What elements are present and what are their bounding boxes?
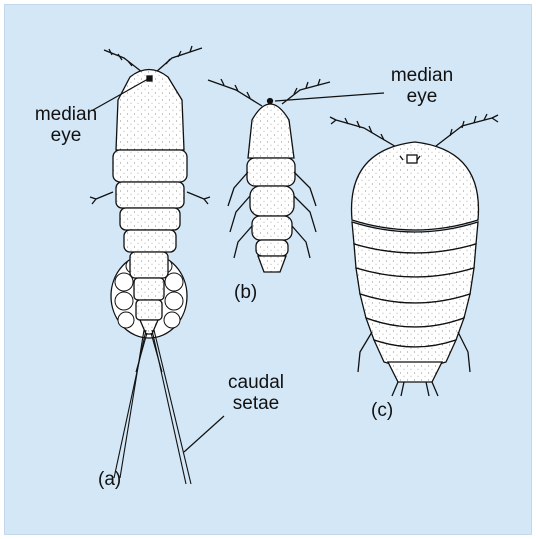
label-caudal-setae: caudal setae (224, 372, 288, 414)
label-b: (b) (234, 282, 257, 303)
specimen-a-segment-3 (120, 208, 180, 230)
specimen-a-abdomen-3 (136, 300, 162, 320)
specimen-a-abdomen-1 (130, 252, 168, 278)
specimen-a-segment-1 (113, 150, 187, 182)
specimen-b (208, 79, 330, 272)
median-eye-b (268, 99, 273, 104)
specimen-c-telson (388, 362, 442, 382)
label-median-eye-a-line2: eye (30, 125, 102, 146)
label-caudal-setae-line2: setae (224, 393, 288, 414)
specimen-b-segment-3 (252, 216, 292, 240)
specimen-b-tail (258, 256, 286, 272)
specimen-a (90, 46, 210, 484)
label-median-eye-b-line2: eye (386, 86, 458, 107)
caudal-setae-a (114, 330, 191, 484)
label-c: (c) (371, 400, 393, 421)
specimen-c (330, 114, 498, 396)
specimen-b-segment-4 (256, 240, 288, 256)
median-eye-c (407, 155, 417, 163)
specimen-b-segment-2 (250, 186, 294, 216)
label-a: (a) (98, 469, 121, 490)
specimen-a-abdomen-2 (134, 278, 164, 300)
label-median-eye-b: median eye (386, 65, 458, 107)
label-median-eye-a: median eye (30, 104, 102, 146)
specimen-b-segment-1 (247, 158, 295, 186)
median-eye-a (147, 76, 152, 81)
specimen-a-segment-4 (124, 230, 176, 252)
specimen-a-segment-2 (116, 182, 184, 208)
leader-caudal (184, 416, 224, 452)
specimen-b-head (248, 104, 294, 158)
label-median-eye-a-line1: median (30, 104, 102, 125)
label-median-eye-b-line1: median (386, 65, 458, 86)
specimen-a-antennae (104, 46, 202, 72)
label-caudal-setae-line1: caudal (224, 372, 288, 393)
